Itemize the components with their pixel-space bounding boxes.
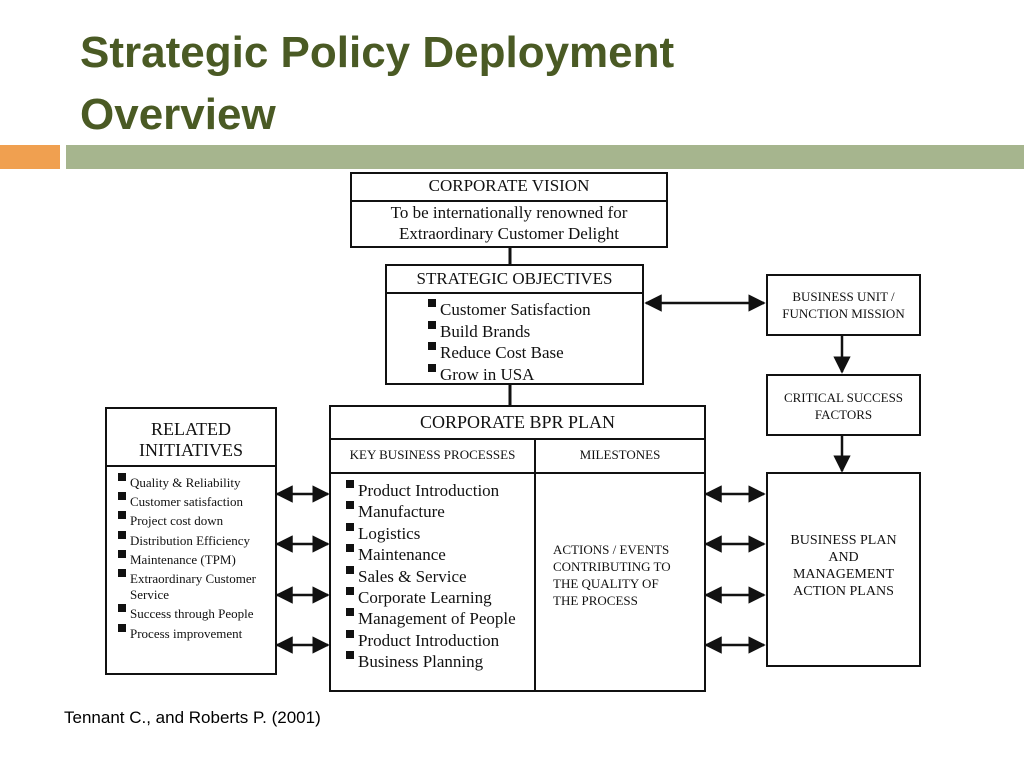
list-item: Grow in USA [427,363,591,386]
list-item: Management of People [345,608,516,629]
business-plan-line-1: BUSINESS PLAN [790,533,897,548]
corporate-vision-box: CORPORATE VISION To be internationally r… [350,172,668,248]
milestones-heading: MILESTONES [579,447,661,462]
business-plan-box: BUSINESS PLAN AND MANAGEMENT ACTION PLAN… [766,472,921,667]
title-line-1: Strategic Policy Deployment [80,28,675,77]
milestones-line-4: THE PROCESS [553,593,638,608]
business-plan-line-3: MANAGEMENT [792,567,895,582]
accent-bar-orange [0,145,60,169]
key-processes-list: Product Introduction Manufacture Logisti… [345,480,516,673]
list-item: Project cost down [117,511,256,530]
list-item: Customer satisfaction [117,492,256,511]
list-item: Success through People [117,604,256,623]
bpr-plan-heading: CORPORATE BPR PLAN [419,412,616,432]
list-item: Quality & Reliability [117,473,256,492]
corporate-vision-line-2: Extraordinary Customer Delight [398,224,619,243]
related-initiatives-box: RELATED INITIATIVES Quality & Reliabilit… [105,407,277,675]
corporate-vision-heading: CORPORATE VISION [428,176,590,195]
title-line-2: Overview [80,90,276,139]
critical-success-line-2: FACTORS [814,407,873,422]
strategic-objectives-list: Customer Satisfaction Build Brands Reduc… [427,299,591,385]
right-arrows [704,485,766,654]
list-item: Product Introduction [345,480,516,501]
business-plan-text: BUSINESS PLAN AND MANAGEMENT ACTION PLAN… [768,532,919,600]
milestones-text: ACTIONS / EVENTS CONTRIBUTING TO THE QUA… [553,541,671,609]
list-item: Customer Satisfaction [427,299,591,321]
list-item: Distribution Efficiency [117,530,256,550]
left-arrows [275,485,330,654]
list-item: Reduce Cost Base [427,342,591,364]
business-unit-line-2: FUNCTION MISSION [782,306,905,321]
divider [331,472,704,474]
list-item: Maintenance [345,544,516,565]
business-unit-box: BUSINESS UNIT / FUNCTION MISSION [766,274,921,336]
page-title: Strategic Policy Deployment Overview [80,22,980,146]
strategic-objectives-box: STRATEGIC OBJECTIVES Customer Satisfacti… [385,264,644,385]
business-plan-line-4: ACTION PLANS [793,584,894,599]
divider [107,465,275,467]
list-item: Business Planning [345,651,516,672]
critical-success-line-1: CRITICAL SUCCESS [783,390,904,405]
divider [387,292,642,294]
business-unit-line-1: BUSINESS UNIT / [792,289,895,304]
milestones-line-1: ACTIONS / EVENTS [553,542,670,557]
list-item: Sales & Service [345,565,516,587]
list-item: Extraordinary Customer [117,569,256,588]
accent-bar-green [66,145,1024,169]
related-initiatives-line-1: RELATED [151,419,231,439]
related-initiatives-line-2: INITIATIVES [139,440,243,460]
business-plan-line-2: AND [828,550,859,565]
strategic-objectives-heading: STRATEGIC OBJECTIVES [416,269,613,288]
bpr-plan-box: CORPORATE BPR PLAN KEY BUSINESS PROCESSE… [329,405,706,692]
related-initiatives-list: Quality & Reliability Customer satisfact… [117,473,256,643]
critical-success-box: CRITICAL SUCCESS FACTORS [766,374,921,436]
list-item: Process improvement [117,623,256,643]
source-caption: Tennant C., and Roberts P. (2001) [64,708,321,727]
list-item: Maintenance (TPM) [117,549,256,569]
list-item: Manufacture [345,501,516,522]
key-processes-heading: KEY BUSINESS PROCESSES [349,447,516,462]
divider [352,200,666,202]
milestones-line-2: CONTRIBUTING TO [553,559,671,574]
list-item: Logistics [345,522,516,544]
corporate-vision-line-1: To be internationally renowned for [390,203,628,222]
list-item: Build Brands [427,320,591,343]
list-item-continuation: Service [130,587,169,603]
divider [331,438,704,440]
column-divider [534,438,536,692]
milestones-line-3: THE QUALITY OF [553,576,659,591]
list-item: Corporate Learning [345,587,516,608]
list-item: Product Introduction [345,629,516,651]
